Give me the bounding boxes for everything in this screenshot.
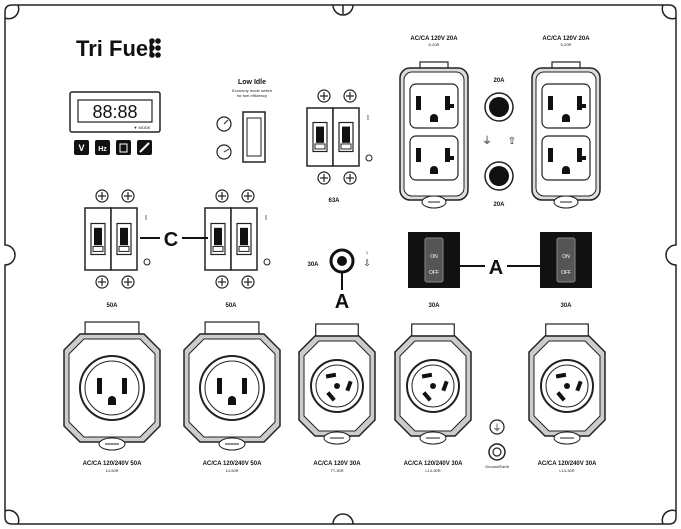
duplex-outlet-right[interactable] [531,61,601,209]
receptacle-face[interactable] [541,135,591,181]
meter-readout: 88:88 [92,102,137,122]
rocker-off-label: OFF [561,270,571,276]
bottom-outlet-1[interactable] [63,321,161,451]
ground-label: Ground/Earth [485,464,509,469]
breaker-pole[interactable] [204,207,232,271]
on-mark: I [145,215,147,222]
svg-text:▼ MODE: ▼ MODE [133,125,150,130]
low-idle-switch-area: Low Idle Economy mode switch for fuel ef… [216,79,272,163]
bottom-outlet-sublabel: L14-30R [425,468,440,473]
bottom-outlet-sublabel: TT-30R [330,468,343,473]
gauge-icon-upper [216,116,232,132]
on-mark: I [265,215,267,222]
bottom-outlet-5[interactable] [528,323,606,445]
off-mark [365,154,373,162]
svg-text:Economy mode switch: Economy mode switch [232,88,272,93]
main-breaker-63a[interactable]: I [306,89,373,185]
screw-icon [343,171,357,185]
screw-icon [121,275,135,289]
bottom-outlet-sublabel: 14-50R [225,468,238,473]
gauge-icon-lower [216,144,232,160]
bottom-outlet-label: AC/CA 120/240V 30A [538,461,597,467]
panel-outline [4,4,677,525]
fuse-lower-button[interactable] [484,161,514,191]
meter-mode-icons: V Hz [74,140,152,155]
reset-arrow-icon: ⇧ [508,136,516,147]
rocker-on-label: ON [562,254,570,260]
reset-icon: ⇩ [363,258,371,268]
svg-text:for fuel efficiency: for fuel efficiency [237,93,267,98]
bottom-outlet-sublabel: 14-50R [105,468,118,473]
brand-dots-icon [149,38,161,58]
callout-c: C [164,229,178,251]
ground-terminal[interactable]: ⏚ [488,419,506,461]
breaker-pole[interactable] [110,207,138,271]
on-mark: I [367,115,369,122]
bottom-outlet-label: AC/CA 120V 30A [313,461,361,467]
breaker-pole[interactable] [306,107,334,167]
outlet-top-right-label: AC/CA 120V 20A [542,36,590,42]
low-idle-title: Low Idle [238,79,266,86]
breaker-63a-label: 63A [328,198,340,204]
breaker-50a-right[interactable]: I [204,189,271,289]
breaker-pole[interactable] [84,207,112,271]
fuse-upper-button[interactable] [484,92,514,122]
volt-icon-label: V [78,143,84,153]
bottom-outlet-3[interactable] [298,323,376,445]
receptacle-face[interactable] [409,135,459,181]
bottom-outlet-label: AC/CA 120/240V 50A [203,461,262,467]
rocker-switch-right[interactable]: ON OFF [540,232,592,288]
breaker-pole[interactable] [332,107,360,167]
screw-icon [215,189,229,203]
callout-a-left: A [335,291,349,313]
off-mark [143,258,151,266]
off-mark [263,258,271,266]
rocker-left-label: 30A [428,303,440,309]
brand-name: Tri Fuel [76,36,154,61]
fuse-lower-label: 20A [493,202,505,208]
bottom-outlet-4[interactable] [394,323,472,445]
ground-symbol-icon: ⏚ [482,135,492,147]
screw-icon [215,275,229,289]
outlet-top-right-sub: 5-20R [561,42,572,47]
screw-icon [317,171,331,185]
digital-meter: 88:88 ▼ MODE [69,91,161,133]
bottom-outlet-2[interactable] [183,321,281,451]
receptacle-face[interactable] [409,83,459,129]
bottom-outlet-label: AC/CA 120/240V 30A [404,461,463,467]
screw-icon [95,275,109,289]
callout-a-right: A [489,257,503,279]
rocker-off-label: OFF [429,270,439,276]
bottom-outlet-label: AC/CA 120/240V 50A [83,461,142,467]
screw-icon [343,89,357,103]
breaker-pole[interactable] [230,207,258,271]
outlet-top-left-label: AC/CA 120V 20A [410,36,458,42]
duplex-outlet-left[interactable] [399,61,469,209]
rocker-on-label: ON [430,254,438,260]
breaker-50a-right-label: 50A [225,303,237,309]
small-breaker-label: 30A [307,262,319,268]
bottom-outlet-sublabel: L14-30R [559,468,574,473]
rocker-right-label: 30A [560,303,572,309]
receptacle-face[interactable] [541,83,591,129]
hertz-icon-label: Hz [98,146,107,153]
screw-icon [241,189,255,203]
screw-icon [241,275,255,289]
screw-icon [121,189,135,203]
breaker-50a-left-label: 50A [106,303,118,309]
svg-text:1: 1 [366,250,369,255]
fuse-upper-label: 20A [493,78,505,84]
screw-icon [95,189,109,203]
small-breaker-button[interactable] [329,248,355,274]
outlet-top-left-sub: 5-20R [429,42,440,47]
breaker-50a-left[interactable]: I [84,189,151,289]
screw-icon [317,89,331,103]
svg-text:⏚: ⏚ [492,423,501,433]
rocker-switch-left[interactable]: ON OFF [408,232,460,288]
battery-icon [116,140,131,155]
